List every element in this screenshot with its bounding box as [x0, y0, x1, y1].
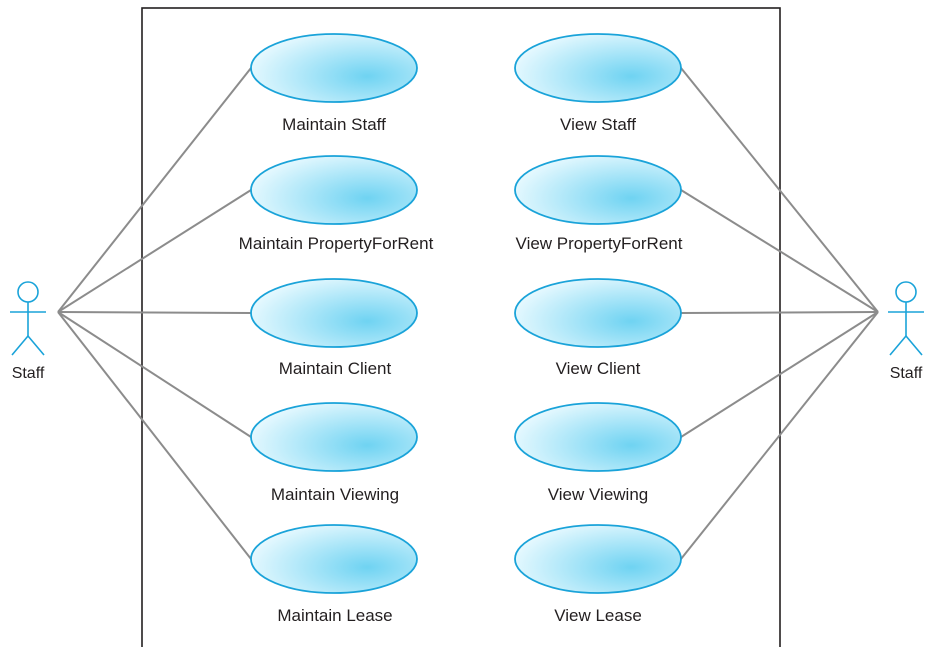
- use-cases-view: View Staff View PropertyForRent View Cli…: [514, 33, 683, 625]
- use-case-ellipse[interactable]: [514, 278, 682, 348]
- use-case-ellipse[interactable]: [250, 33, 418, 103]
- use-case-maintain-viewing[interactable]: Maintain Viewing: [250, 402, 418, 504]
- use-case-ellipse[interactable]: [250, 402, 418, 472]
- use-case-ellipse[interactable]: [250, 524, 418, 594]
- association-line: [680, 189, 879, 313]
- actor-label: Staff: [890, 365, 923, 382]
- use-case-maintain-client[interactable]: Maintain Client: [250, 278, 418, 378]
- use-case-label: Maintain Client: [279, 359, 392, 378]
- association-line: [680, 67, 879, 313]
- use-cases-maintain: Maintain Staff Maintain PropertyForRent …: [239, 33, 434, 625]
- association-line: [57, 311, 252, 560]
- use-case-label: Maintain PropertyForRent: [239, 234, 434, 253]
- use-case-maintain-staff[interactable]: Maintain Staff: [250, 33, 418, 134]
- use-case-maintain-lease[interactable]: Maintain Lease: [250, 524, 418, 625]
- association-line: [680, 311, 879, 560]
- stick-figure-icon: [10, 281, 46, 356]
- use-case-label: View Staff: [560, 115, 636, 134]
- use-case-ellipse[interactable]: [514, 402, 682, 472]
- stick-figure-icon: [888, 281, 924, 356]
- use-case-view-propertyforrent[interactable]: View PropertyForRent: [514, 155, 683, 253]
- actor-staff-left[interactable]: Staff: [10, 281, 46, 382]
- use-case-label: Maintain Viewing: [271, 485, 399, 504]
- association-line: [57, 67, 252, 313]
- use-case-ellipse[interactable]: [514, 155, 682, 225]
- use-case-label: View Client: [556, 359, 641, 378]
- use-case-ellipse[interactable]: [250, 155, 418, 225]
- use-case-label: View Lease: [554, 606, 642, 625]
- use-case-maintain-propertyforrent[interactable]: Maintain PropertyForRent: [239, 155, 434, 253]
- association-line: [680, 311, 879, 438]
- use-case-view-client[interactable]: View Client: [514, 278, 682, 378]
- association-line: [57, 189, 252, 313]
- use-case-label: Maintain Staff: [282, 115, 386, 134]
- use-case-view-viewing[interactable]: View Viewing: [514, 402, 682, 504]
- use-case-ellipse[interactable]: [250, 278, 418, 348]
- use-case-label: View Viewing: [548, 485, 649, 504]
- use-case-label: View PropertyForRent: [516, 234, 683, 253]
- use-case-ellipse[interactable]: [514, 33, 682, 103]
- actor-label: Staff: [12, 365, 45, 382]
- use-case-label: Maintain Lease: [277, 606, 392, 625]
- use-case-ellipse[interactable]: [514, 524, 682, 594]
- association-line: [57, 311, 252, 314]
- association-lines: [57, 67, 879, 560]
- association-line: [57, 311, 252, 438]
- system-boundary: [141, 7, 781, 647]
- use-case-view-lease[interactable]: View Lease: [514, 524, 682, 625]
- actor-staff-right[interactable]: Staff: [888, 281, 924, 382]
- use-case-view-staff[interactable]: View Staff: [514, 33, 682, 134]
- association-line: [680, 311, 879, 314]
